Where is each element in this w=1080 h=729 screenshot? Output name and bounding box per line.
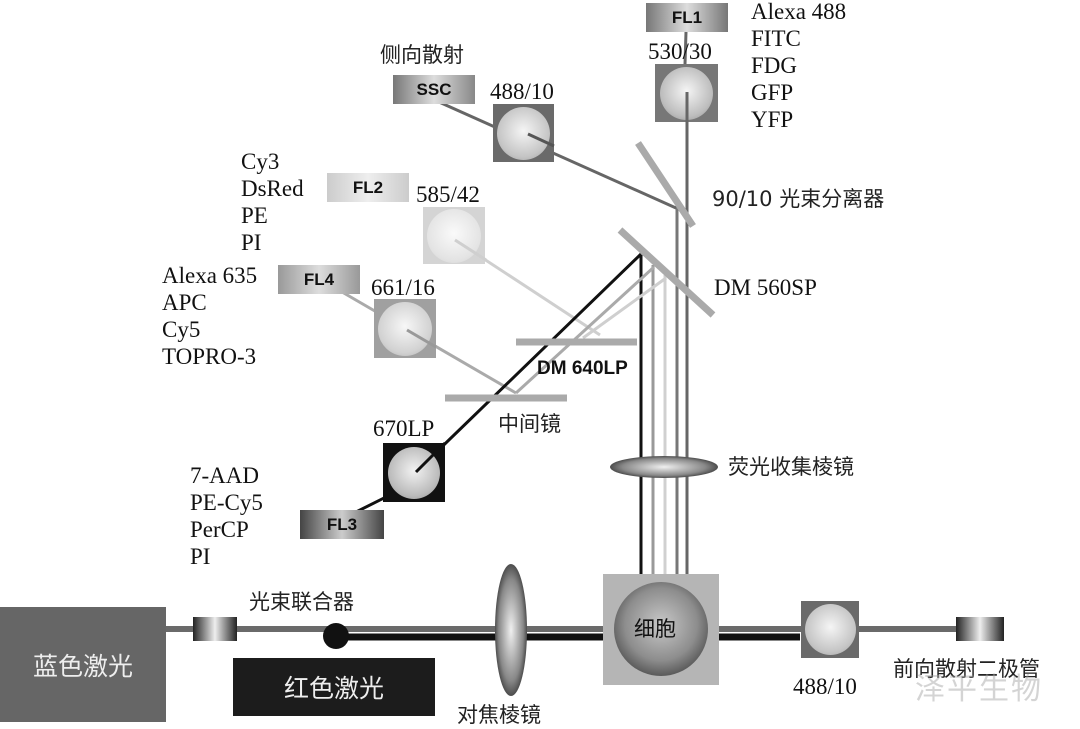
fl3-dye-list: 7-AAD PE-Cy5 PerCP PI — [190, 462, 263, 570]
dye: PI — [190, 544, 211, 569]
dye: YFP — [751, 107, 794, 132]
fl3-filter-label: 670LP — [373, 416, 435, 441]
ssc-filter-lens — [497, 107, 550, 160]
fl3-beam — [418, 252, 643, 470]
fl1-filter-lens — [660, 67, 713, 120]
dye: PerCP — [190, 517, 249, 542]
fsc-diode — [956, 617, 1004, 641]
fsc-filter-label: 488/10 — [793, 674, 857, 699]
beam-combiner — [323, 623, 349, 649]
dye: Alexa 635 — [162, 263, 258, 288]
intermediate-mirror-label: 中间镜 — [498, 412, 561, 436]
fl1-filter — [655, 64, 718, 122]
dm560-mirror — [617, 227, 716, 318]
beam-splitter-mirror — [635, 141, 696, 228]
collection-lens-label: 荧光收集棱镜 — [728, 455, 854, 479]
fl3-filter-lens — [388, 447, 440, 499]
fl2-filter — [423, 207, 485, 264]
fl4-beam-reflect — [514, 265, 656, 395]
blue-laser-shutter — [193, 617, 237, 641]
dye: DsRed — [241, 176, 304, 201]
fsc-filter — [801, 601, 859, 658]
dye: PE-Cy5 — [190, 490, 263, 515]
dye: TOPRO-3 — [162, 344, 257, 369]
fl2-detector: FL2 — [327, 173, 409, 202]
fl4-dye-list: Alexa 635 APC Cy5 TOPRO-3 — [162, 262, 257, 370]
fl2-dye-list: Cy3 DsRed PE PI — [241, 148, 304, 256]
fl4-filter — [374, 299, 436, 358]
dm640-label: DM 640LP — [537, 358, 628, 379]
watermark: 泽平生物 — [915, 672, 1043, 707]
dye: GFP — [751, 80, 794, 105]
ssc-filter-label: 488/10 — [490, 79, 554, 104]
fl3-detector: FL3 — [300, 510, 384, 539]
dye: 7-AAD — [190, 463, 259, 488]
fsc-name-label: 前向散射二极管 — [893, 657, 1040, 681]
dye: APC — [162, 290, 207, 315]
fl4-filter-lens — [378, 302, 432, 356]
fl3-filter — [383, 443, 445, 502]
dm560-label: DM 560SP — [714, 275, 817, 300]
fl2-beam-reflect — [582, 276, 667, 340]
dye: Cy3 — [241, 149, 280, 174]
dye: PE — [241, 203, 268, 228]
fl1-dye-list: Alexa 488 FITC FDG GFP YFP — [751, 0, 846, 133]
blue-laser: 蓝色激光 — [0, 607, 166, 722]
fsc-filter-lens — [805, 604, 856, 655]
focusing-lens — [495, 564, 527, 696]
dye: Cy5 — [162, 317, 201, 342]
dye: Alexa 488 — [751, 0, 847, 24]
fl4-filter-label: 661/16 — [371, 275, 435, 300]
fl1-filter-label: 530/30 — [648, 39, 712, 64]
red-laser: 红色激光 — [233, 658, 435, 716]
fl1-detector: FL1 — [646, 3, 728, 32]
ssc-name-label: 侧向散射 — [380, 43, 464, 67]
ssc-filter — [493, 104, 554, 162]
focusing-lens-label: 对焦棱镜 — [457, 703, 541, 727]
fl2-filter-lens — [427, 209, 481, 263]
dye: PI — [241, 230, 262, 255]
dye: FDG — [751, 53, 798, 78]
beam-splitter-label: 90/10 光束分离器 — [712, 187, 885, 211]
beam-combiner-label: 光束联合器 — [249, 590, 354, 614]
collection-lens — [610, 456, 718, 478]
dye: FITC — [751, 26, 801, 51]
ssc-detector: SSC — [393, 75, 475, 104]
cell-label: 细胞 — [634, 617, 676, 641]
fl4-detector: FL4 — [278, 265, 360, 294]
cell-sphere — [614, 582, 708, 676]
fl2-filter-label: 585/42 — [416, 182, 480, 207]
